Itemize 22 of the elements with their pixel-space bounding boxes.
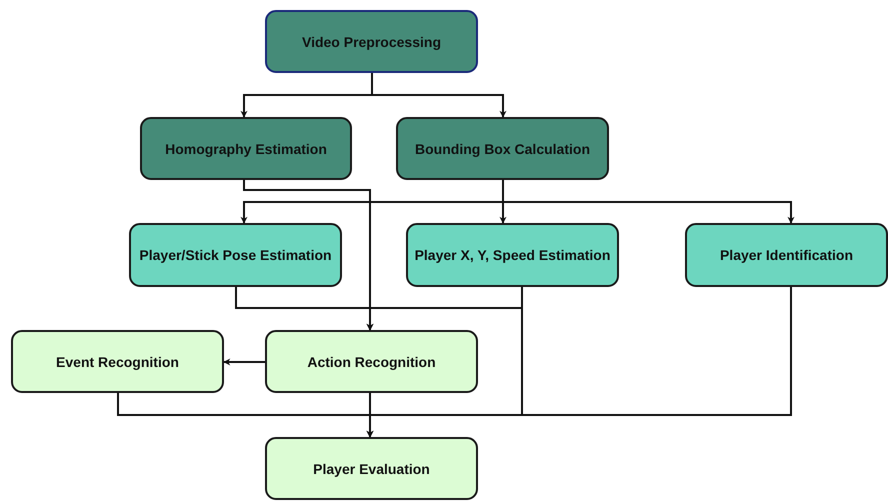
process-box [11,330,224,393]
box-label: Bounding Box Calculation [415,140,590,156]
process-box [265,10,478,73]
process-box [265,330,478,393]
box-label: Player Evaluation [313,460,430,476]
process-box [265,437,478,500]
arrow [366,287,792,438]
process-box [685,223,888,287]
box-label: Player X, Y, Speed Estimation [414,247,610,263]
box-label: Action Recognition [307,354,436,370]
process-box [140,117,352,180]
process-box [396,117,609,180]
process-box [129,223,342,287]
box-label: Homography Estimation [165,140,327,156]
arrow [502,180,794,224]
process-box [406,223,619,287]
box-label: Video Preprocessing [302,34,441,50]
arrow [371,73,506,118]
box-label: Event Recognition [56,354,179,370]
box-label: Player/Stick Pose Estimation [139,247,332,263]
box-label: Player Identification [720,247,854,263]
arrow [223,358,265,366]
